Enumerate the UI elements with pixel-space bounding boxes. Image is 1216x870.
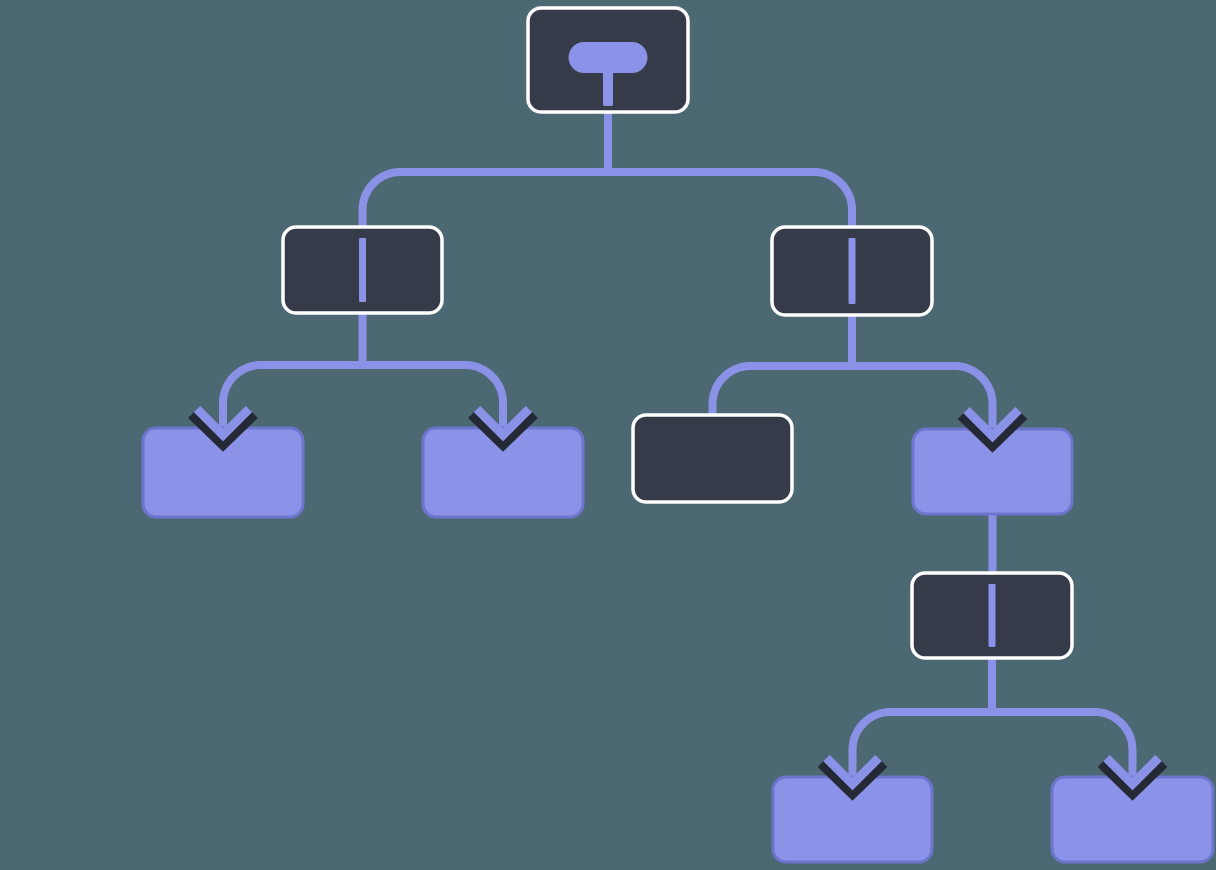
edge-branch-lower [848,650,1137,783]
connector-layer [219,104,1137,783]
arrow-down-icon [468,405,538,452]
arrow-down-icon [1097,754,1168,801]
arrow-chevron-dark [957,408,1028,453]
edge-branch-left [219,305,507,434]
arrow-chevron-purple [823,754,882,791]
node-leaf-e[interactable] [1050,775,1215,864]
edge-branch-right [708,307,997,435]
arrow-chevron-dark [188,407,258,452]
arrow-chevron-purple [1103,754,1162,791]
node-layer [141,6,1215,864]
root-stem [603,68,613,106]
arrow-chevron-purple [193,405,253,442]
edge-root [358,104,856,233]
arrow-down-icon [957,406,1028,453]
node-leaf-b[interactable] [421,426,585,519]
node-dark-leaf[interactable] [631,413,794,504]
root-pill-icon [568,42,648,73]
arrow-chevron-purple [473,405,533,442]
arrowhead-layer [188,405,1168,801]
passthrough-line [359,238,366,302]
node-leaf-c[interactable] [911,427,1074,516]
arrow-down-icon [817,754,888,801]
arrow-chevron-dark [1097,756,1168,801]
arrow-chevron-purple [963,406,1022,443]
node-leaf-a[interactable] [141,426,305,519]
arrow-chevron-dark [817,756,888,801]
passthrough-line [848,238,856,304]
arrow-chevron-dark [468,407,538,452]
node-leaf-d[interactable] [771,775,934,864]
arrow-down-icon [188,405,258,452]
passthrough-line [988,584,996,647]
